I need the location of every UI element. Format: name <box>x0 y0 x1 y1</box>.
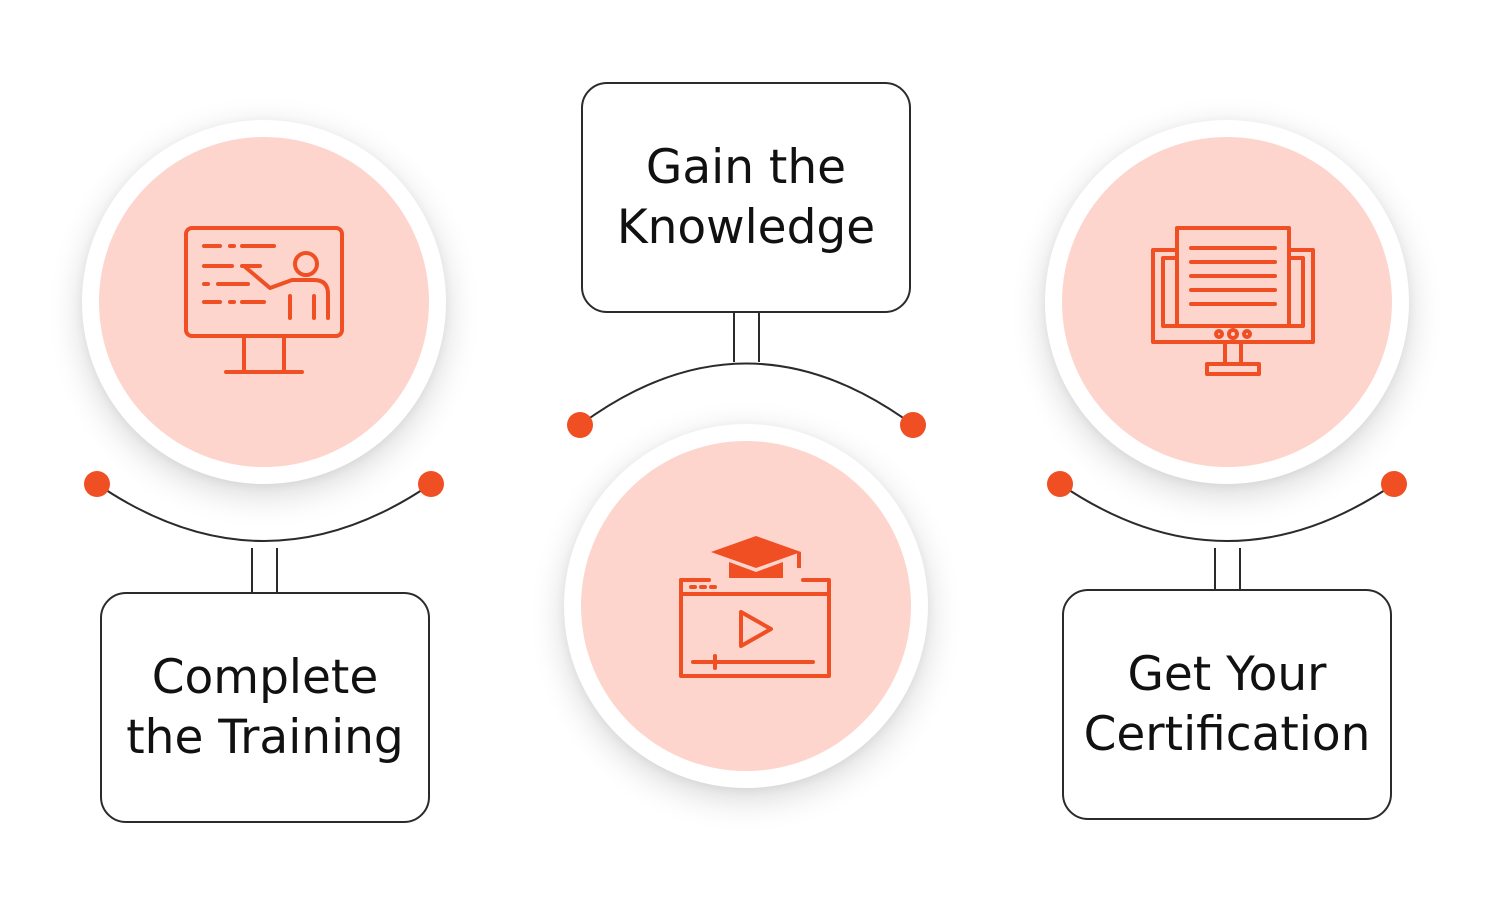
monitor-document-icon <box>1151 226 1315 376</box>
connector-dot <box>1381 471 1407 497</box>
step-2-label-box: Gain the Knowledge <box>581 82 911 313</box>
connector-dot <box>1047 471 1073 497</box>
step-3-label: Get Your Certification <box>1083 646 1371 762</box>
step-3-label-box: Get Your Certification <box>1062 589 1392 820</box>
step-1-label-box: Complete the Training <box>100 592 430 823</box>
step-2-label: Gain the Knowledge <box>616 139 876 255</box>
connector-dot <box>567 412 593 438</box>
step-3-icon-badge <box>1062 137 1392 467</box>
step-1-label: Complete the Training <box>126 649 404 765</box>
step-1-circle <box>82 120 446 484</box>
connector-step-3 <box>1047 471 1407 590</box>
connector-dot <box>418 471 444 497</box>
monitor-teacher-icon <box>184 226 344 374</box>
video-graduation-cap-icon <box>679 536 831 678</box>
step-2-icon-badge <box>581 441 911 771</box>
connector-dot <box>84 471 110 497</box>
step-3-circle <box>1045 120 1409 484</box>
connector-dot <box>900 412 926 438</box>
connector-step-1 <box>84 471 444 592</box>
connector-step-2 <box>567 312 926 438</box>
step-2-circle <box>564 424 928 788</box>
step-1-icon-badge <box>99 137 429 467</box>
